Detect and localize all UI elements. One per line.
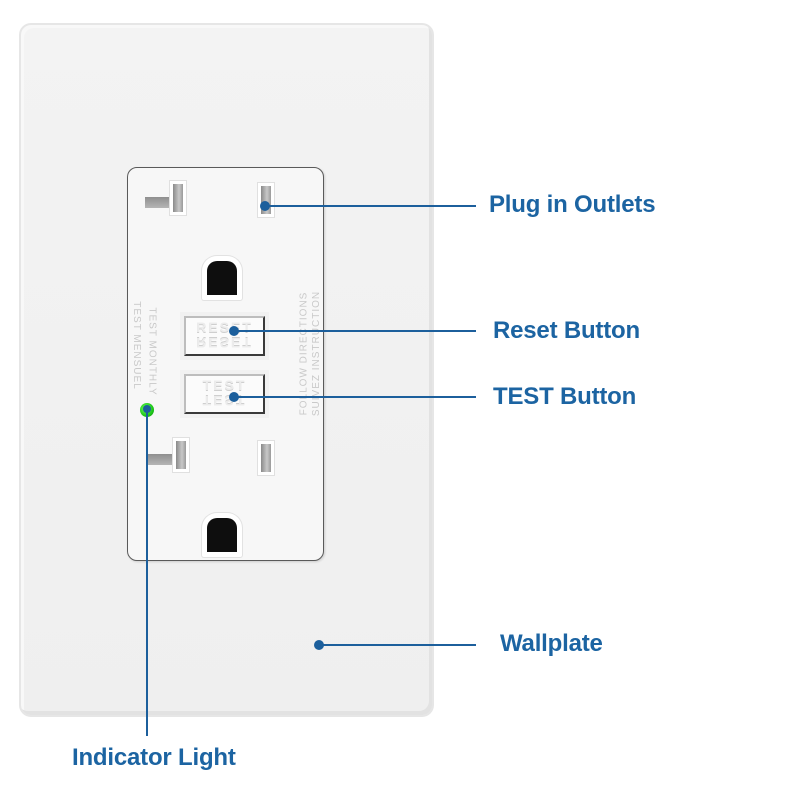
neutral-t-slot-horizontal xyxy=(145,197,171,208)
label-plug-in-outlets: Plug in Outlets xyxy=(489,191,656,218)
neutral-slot xyxy=(173,438,189,472)
label-indicator-light: Indicator Light xyxy=(72,744,236,771)
label-test-button: TEST Button xyxy=(493,383,637,410)
callout-line-plug-in-outlets xyxy=(265,205,476,207)
test-button-label: TEST xyxy=(202,377,247,393)
ground-hole xyxy=(202,256,242,300)
neutral-t-slot-horizontal xyxy=(148,454,174,465)
test-mensuel-text: TEST MENSUEL xyxy=(130,301,142,390)
callout-line-reset-button xyxy=(234,330,476,332)
gfci-receptacle: TEST MENSUEL TEST MONTHLY FOLLOW DIRECTI… xyxy=(127,167,324,561)
callout-dot-indicator-light xyxy=(143,405,151,413)
label-reset-button: Reset Button xyxy=(493,317,640,344)
reset-button-label: RESET xyxy=(196,319,253,335)
hot-slot xyxy=(258,441,274,475)
reset-button-label-mirrored: RESET xyxy=(196,335,253,351)
ground-hole xyxy=(202,513,242,557)
test-monthly-text: TEST MONTHLY xyxy=(146,307,158,396)
label-wallplate: Wallplate xyxy=(500,630,603,657)
hot-slot xyxy=(258,183,274,217)
reset-button[interactable]: RESET RESET xyxy=(184,316,265,356)
callout-line-test-button xyxy=(234,396,476,398)
test-button[interactable]: TEST TEST xyxy=(184,374,265,414)
neutral-slot xyxy=(170,181,186,215)
callout-line-indicator-light xyxy=(146,410,148,736)
callout-line-wallplate xyxy=(319,644,476,646)
